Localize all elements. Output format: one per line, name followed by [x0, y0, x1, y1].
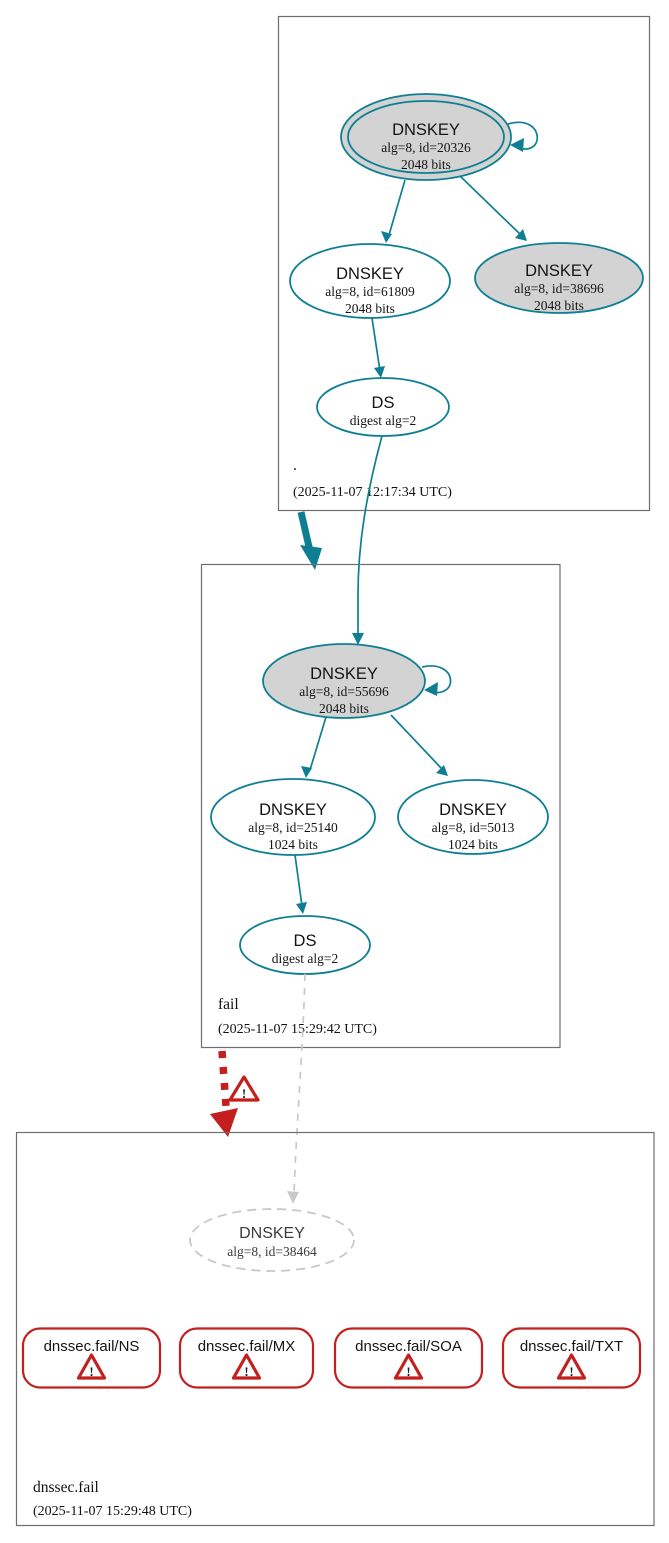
fail-ksk-to-zsk-arrowhead [301, 766, 312, 778]
rrset-mx-label: dnssec.fail/MX [198, 1338, 296, 1355]
fail-key2-node[interactable] [397, 779, 549, 855]
rrset-ns[interactable]: dnssec.fail/NS ! [21, 1327, 162, 1389]
root-ksk-node-inner-ring [347, 100, 505, 174]
fail-zone-timestamp: (2025-11-07 15:29:42 UTC) [218, 1022, 377, 1037]
root-ksk-to-zsk-arrowhead [381, 231, 392, 243]
fail-zsk-to-ds-arrowhead [296, 902, 307, 914]
fail-ds-alg: digest alg=2 [272, 951, 338, 966]
root-ksk-to-key2-arrowhead [515, 229, 527, 241]
root-ksk-to-key2-edge [459, 175, 522, 236]
fail-ksk-alg: alg=8, id=55696 [299, 684, 389, 699]
fail-ds-to-missing-key-edge [293, 973, 306, 1195]
warning-icon: ! [556, 1353, 587, 1380]
root-ksk-selfsign-arrowhead [510, 138, 524, 152]
fail-zsk-bits: 1024 bits [268, 837, 318, 852]
root-ds-to-fail-ksk-edge [357, 435, 383, 637]
root-ds-to-fail-ksk-arrowhead [352, 633, 364, 645]
secure-delegation-edge [297, 511, 314, 552]
root-ksk-to-zsk-edge [388, 179, 406, 236]
root-zone-label: . [293, 457, 297, 474]
root-zsk-alg: alg=8, id=61809 [325, 284, 415, 299]
root-ksk-selfsign-edge [507, 121, 539, 150]
rrset-mx[interactable]: dnssec.fail/MX ! [178, 1327, 315, 1389]
delegation-warning-icon[interactable]: ! [228, 1075, 260, 1102]
root-ksk-title: DNSKEY [392, 121, 460, 139]
fail-zsk-title: DNSKEY [259, 801, 327, 819]
rrset-ns-label: dnssec.fail/NS [44, 1338, 140, 1355]
secure-delegation-arrowhead [300, 545, 322, 570]
missing-dnskey-title: DNSKEY [239, 1225, 305, 1242]
fail-ksk-to-key2-edge [390, 714, 443, 770]
fail-ksk-node[interactable] [262, 643, 426, 719]
fail-zsk-alg: alg=8, id=25140 [248, 820, 338, 835]
root-ds-title: DS [372, 394, 395, 412]
missing-dnskey-node[interactable] [189, 1208, 355, 1272]
root-key2-title: DNSKEY [525, 262, 593, 280]
warning-icon: ! [76, 1353, 107, 1380]
missing-dnskey-alg: alg=8, id=38464 [227, 1244, 317, 1259]
svg-text:!: ! [569, 1364, 573, 1379]
fail-zone-group: DNSKEY alg=8, id=55696 2048 bits DNSKEY … [200, 563, 561, 1049]
root-zone-group: DNSKEY alg=8, id=20326 2048 bits DNSKEY … [277, 15, 651, 512]
dnssecfail-zone-group: DNSKEY alg=8, id=38464 dnssec.fail/NS ! … [15, 1131, 655, 1527]
bogus-delegation-edge [218, 1050, 230, 1107]
dnssecfail-zone-label: dnssec.fail [33, 1479, 99, 1496]
root-ksk-alg: alg=8, id=20326 [381, 140, 471, 155]
fail-key2-alg: alg=8, id=5013 [432, 820, 515, 835]
warning-icon: ! [231, 1353, 262, 1380]
fail-key2-title: DNSKEY [439, 801, 507, 819]
fail-ksk-bits: 2048 bits [319, 701, 369, 716]
fail-zsk-to-ds-edge [294, 854, 303, 907]
dnssecfail-zone-box [15, 1131, 655, 1527]
svg-text:!: ! [89, 1364, 93, 1379]
fail-ksk-selfsign-arrowhead [424, 682, 438, 696]
fail-zone-box [200, 563, 561, 1049]
svg-text:!: ! [244, 1364, 248, 1379]
dnssecfail-zone-timestamp: (2025-11-07 15:29:48 UTC) [33, 1504, 192, 1519]
fail-zone-label: fail [218, 996, 239, 1013]
root-zsk-to-ds-edge [371, 317, 381, 372]
fail-ksk-to-zsk-edge [309, 716, 327, 771]
root-key2-alg: alg=8, id=38696 [514, 281, 604, 296]
rrset-txt-label: dnssec.fail/TXT [520, 1338, 623, 1355]
root-zsk-title: DNSKEY [336, 265, 404, 283]
fail-key2-bits: 1024 bits [448, 837, 498, 852]
warning-icon: ! [393, 1353, 424, 1380]
svg-text:!: ! [406, 1364, 410, 1379]
root-ksk-bits: 2048 bits [401, 157, 451, 172]
fail-ksk-to-key2-arrowhead [436, 765, 448, 776]
root-zone-timestamp: (2025-11-07 12:17:34 UTC) [293, 485, 452, 500]
root-zsk-to-ds-arrowhead [374, 366, 385, 378]
rrset-soa-label: dnssec.fail/SOA [355, 1338, 462, 1355]
fail-zsk-node[interactable] [210, 778, 376, 856]
fail-ksk-title: DNSKEY [310, 665, 378, 683]
svg-text:!: ! [242, 1086, 246, 1101]
root-ds-node[interactable] [316, 377, 450, 437]
root-ksk-node[interactable] [340, 93, 512, 181]
root-zsk-bits: 2048 bits [345, 301, 395, 316]
fail-ds-title: DS [294, 932, 317, 950]
root-ds-alg: digest alg=2 [350, 413, 416, 428]
root-key2-node[interactable] [474, 242, 644, 314]
root-zsk-node[interactable] [289, 243, 451, 319]
root-zone-box [277, 15, 651, 512]
fail-ds-to-missing-key-arrowhead [287, 1191, 299, 1204]
bogus-delegation-arrowhead [210, 1108, 238, 1137]
rrset-txt[interactable]: dnssec.fail/TXT ! [501, 1327, 642, 1389]
root-key2-bits: 2048 bits [534, 298, 584, 313]
rrset-soa[interactable]: dnssec.fail/SOA ! [333, 1327, 484, 1389]
